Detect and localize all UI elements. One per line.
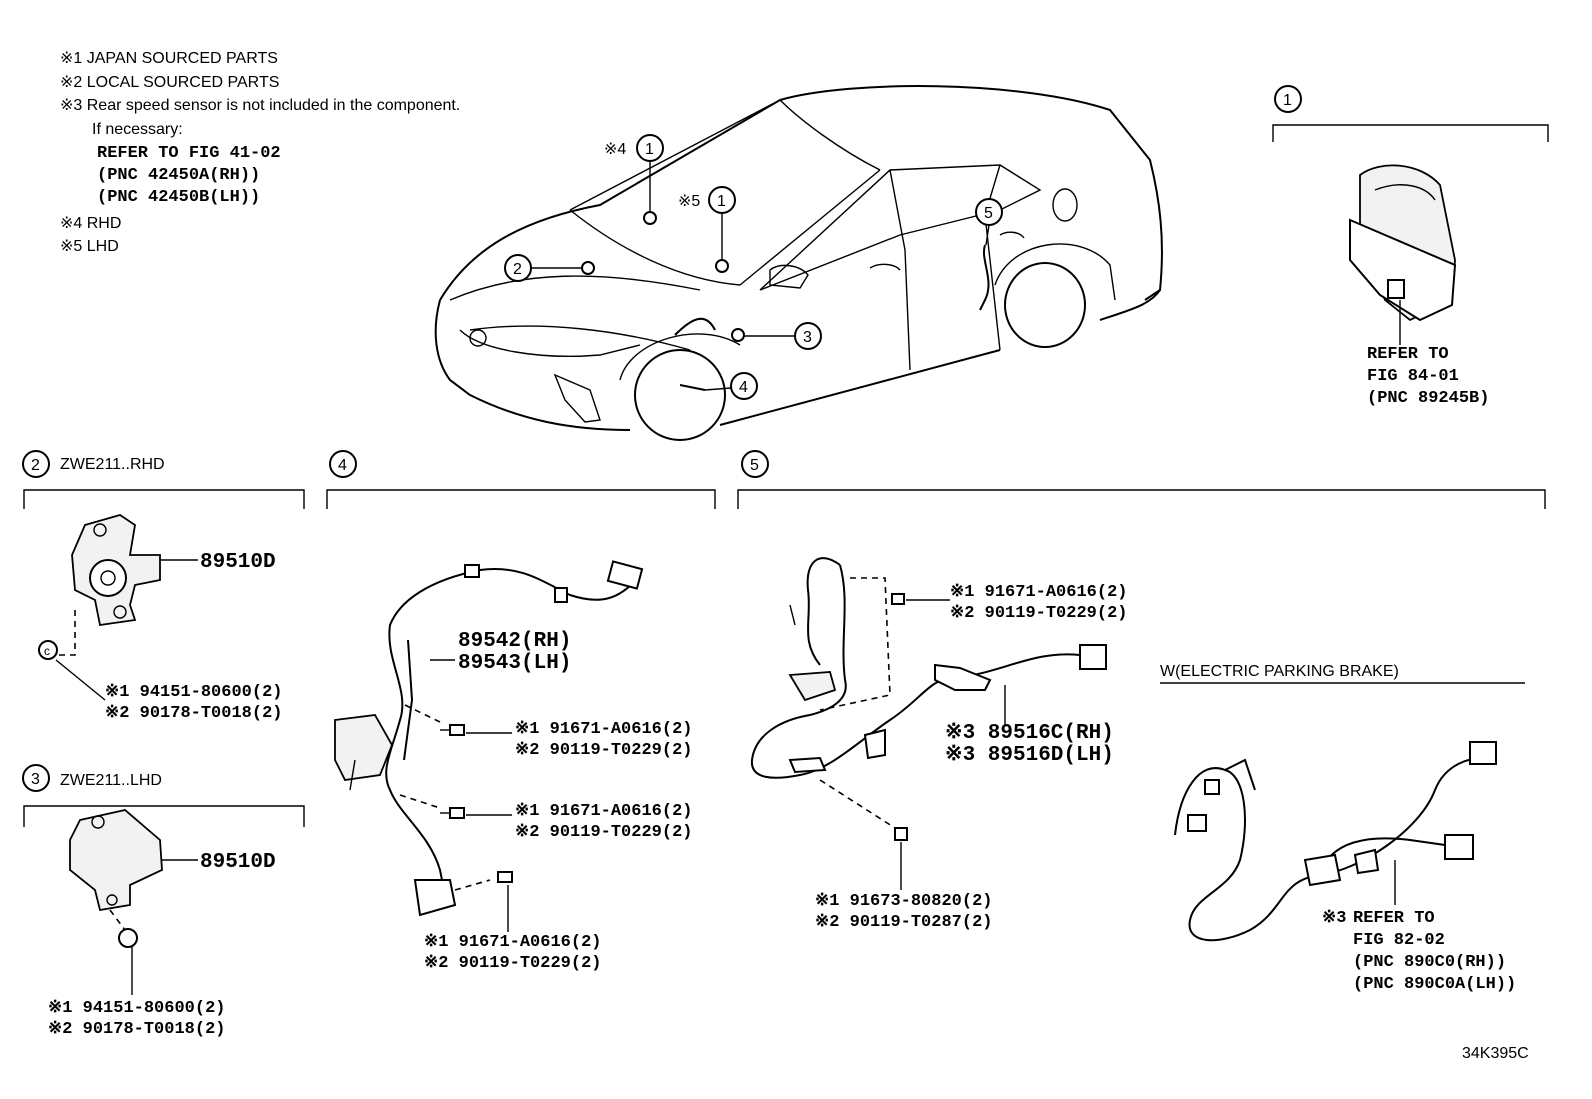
section-2-number: 2: [31, 457, 40, 474]
pedal-sensor-rhd-drawing: [71, 514, 198, 627]
epb-title: W(ELECTRIC PARKING BRAKE): [1160, 663, 1399, 680]
callout-5-car: 5: [984, 205, 993, 222]
section-4-bolt-b1: ※1 91671-A0616(2): [515, 802, 692, 821]
note-if-necessary: If necessary:: [92, 121, 183, 138]
clip-drawing: c: [38, 640, 58, 660]
section-1-ref-3: (PNC 89245B): [1367, 389, 1489, 408]
front-speed-sensor-drawing: [334, 560, 644, 917]
note-rear-sensor: ※3 Rear speed sensor is not included in …: [60, 97, 460, 114]
section-4-bolt-a1: ※1 91671-A0616(2): [515, 720, 692, 739]
section-1-ref-2: FIG 84-01: [1367, 367, 1459, 386]
section-2: 2 ZWE211..RHD 89510D c ※1 94151-80600(2)…: [22, 450, 305, 723]
section-4-number: 4: [338, 457, 347, 474]
callout-2-car: 2: [513, 261, 522, 278]
callout-lhd-mark: ※5: [678, 193, 700, 210]
yaw-rate-sensor-drawing: [1349, 164, 1457, 345]
epb-harness-drawing: [1174, 741, 1497, 942]
section-4-bolt-b2: ※2 90119-T0229(2): [515, 823, 692, 842]
car-illustration: [434, 85, 1163, 441]
callout-rhd-mark: ※4: [604, 141, 626, 158]
rear-speed-sensor-drawing: [750, 557, 1107, 779]
section-1-ref-1: REFER TO: [1367, 345, 1449, 364]
figure-code: 34K395C: [1462, 1045, 1529, 1062]
section-3-part-number: 89510D: [200, 851, 276, 874]
section-5-number: 5: [750, 457, 759, 474]
notes-block: ※1 JAPAN SOURCED PARTS ※2 LOCAL SOURCED …: [60, 50, 460, 255]
car-callouts: ※4 1 ※5 1 2 3 4 5: [504, 134, 1003, 400]
section-5-bolt-b1: ※1 91673-80820(2): [815, 892, 992, 911]
epb-ref-4: (PNC 890C0A(LH)): [1353, 975, 1516, 994]
section-5-bolt-a2: ※2 90119-T0229(2): [950, 604, 1127, 623]
epb-ref-3: (PNC 890C0(RH)): [1353, 953, 1506, 972]
callout-4-car: 4: [739, 379, 748, 396]
section-3-sub-2: ※2 90178-T0018(2): [48, 1020, 225, 1039]
section-5-bolt-b2: ※2 90119-T0287(2): [815, 913, 992, 932]
bolt-a-drawing: [440, 724, 465, 736]
section-5: 5 ※1 91671-A0616(2) ※2 90119-T0229(2) ※3…: [737, 450, 1546, 994]
note-refer-fig: REFER TO FIG 41-02: [97, 144, 281, 163]
note-lhd: ※5 LHD: [60, 238, 119, 255]
section-4-bolt-c2: ※2 90119-T0229(2): [424, 954, 601, 973]
section-4-part-rh: 89542(RH): [458, 630, 571, 653]
section-3: 3 ZWE211..LHD 89510D ※1 94151-80600(2) ※…: [22, 764, 305, 1039]
epb-mark: ※3: [1322, 909, 1346, 928]
section-4-part-lh: 89543(LH): [458, 652, 571, 675]
note-pnc-rh: (PNC 42450A(RH)): [97, 166, 260, 185]
clip-letter: c: [44, 644, 50, 658]
section-4-bolt-a2: ※2 90119-T0229(2): [515, 741, 692, 760]
note-rhd: ※4 RHD: [60, 215, 121, 232]
section-5-part-lh: ※3 89516D(LH): [945, 743, 1114, 767]
section-5-part-rh: ※3 89516C(RH): [945, 721, 1114, 745]
note-pnc-lh: (PNC 42450B(LH)): [97, 188, 260, 207]
note-local-sourced: ※2 LOCAL SOURCED PARTS: [60, 74, 279, 91]
section-3-sub-1: ※1 94151-80600(2): [48, 999, 225, 1018]
callout-1-rhd: 1: [645, 141, 654, 158]
epb-ref-2: FIG 82-02: [1353, 931, 1445, 950]
pedal-sensor-lhd-drawing: [69, 809, 198, 912]
note-japan-sourced: ※1 JAPAN SOURCED PARTS: [60, 50, 278, 67]
section-1: 1 REFER TO FIG 84-01 (PNC 89245B): [1272, 85, 1549, 408]
section-4-bolt-c1: ※1 91671-A0616(2): [424, 933, 601, 952]
section-2-sub-1: ※1 94151-80600(2): [105, 683, 282, 702]
section-2-title: ZWE211..RHD: [60, 456, 165, 473]
callout-3-car: 3: [803, 329, 812, 346]
callout-1-lhd: 1: [717, 193, 726, 210]
bolt-c-drawing: [497, 871, 513, 883]
section-2-sub-2: ※2 90178-T0018(2): [105, 704, 282, 723]
section-4: 4 89542(RH) 89543(LH) ※1 91671-A0616(2) …: [326, 450, 716, 973]
epb-ref-1: REFER TO: [1353, 909, 1435, 928]
section-1-number: 1: [1283, 92, 1292, 109]
bolt-b-drawing: [440, 807, 465, 819]
section-2-part-number: 89510D: [200, 551, 276, 574]
section-3-number: 3: [31, 771, 40, 788]
section-3-title: ZWE211..LHD: [60, 772, 162, 789]
section-5-bolt-a1: ※1 91671-A0616(2): [950, 583, 1127, 602]
